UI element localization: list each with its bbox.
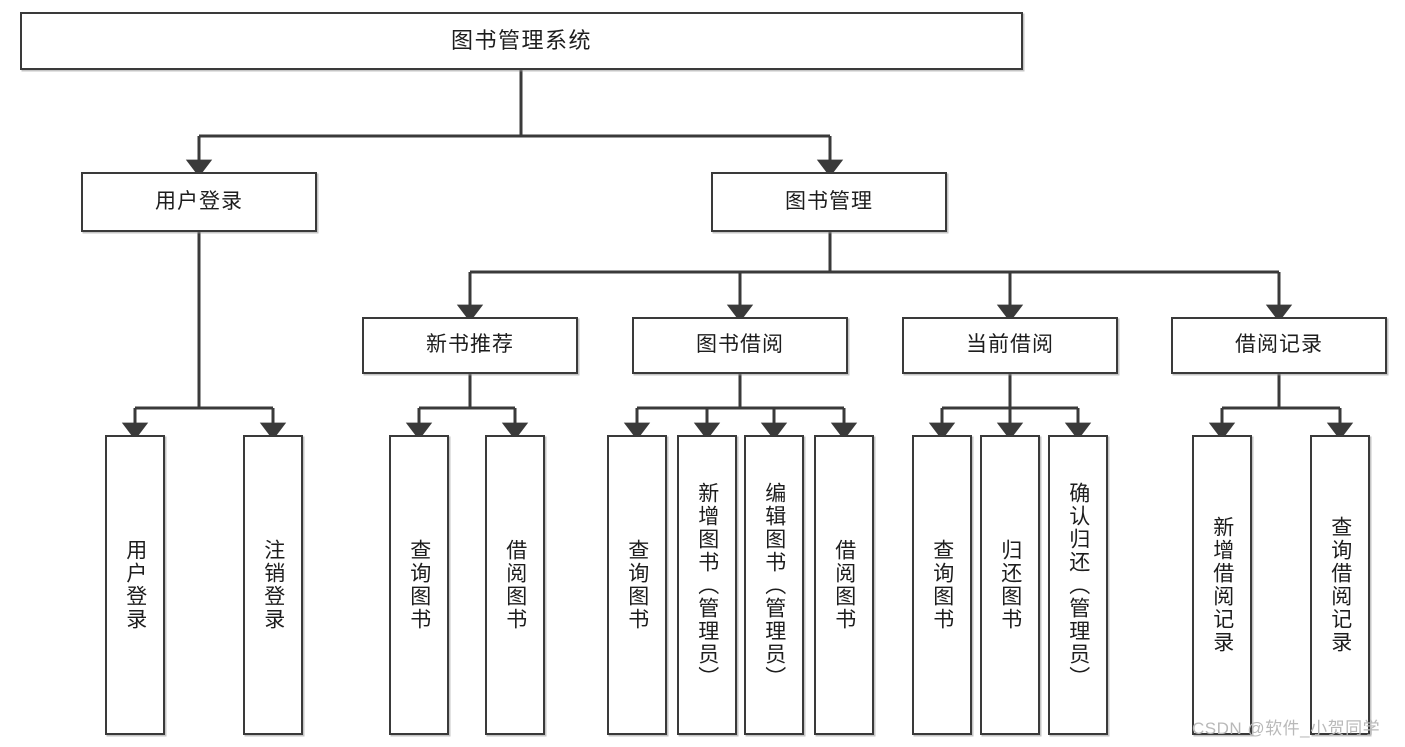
- node-label: 确认归还（管理员）: [1066, 481, 1090, 689]
- leaf-borrow-edit-book-admin[interactable]: 编辑图书（管理员）: [744, 435, 804, 735]
- leaf-user-login-logout[interactable]: 注销登录: [243, 435, 303, 735]
- node-label: 用户登录: [123, 539, 147, 631]
- csdn-watermark: CSDN @软件_小贺同学: [1192, 719, 1381, 738]
- node-label: 新增借阅记录: [1210, 516, 1234, 654]
- leaf-borrow-add-book-admin[interactable]: 新增图书（管理员）: [677, 435, 737, 735]
- leaf-record-add-borrow-record[interactable]: 新增借阅记录: [1192, 435, 1252, 735]
- node-label: 借阅图书: [503, 539, 527, 631]
- leaf-new-book-query-book[interactable]: 查询图书: [389, 435, 449, 735]
- node-label: 新增图书（管理员）: [695, 481, 719, 689]
- node-book-borrowing[interactable]: 图书借阅: [632, 317, 848, 374]
- node-label: 新书推荐: [426, 333, 514, 357]
- leaf-current-return-book[interactable]: 归还图书: [980, 435, 1040, 735]
- leaf-borrow-query-book[interactable]: 查询图书: [607, 435, 667, 735]
- node-new-book-recommendation[interactable]: 新书推荐: [362, 317, 578, 374]
- node-label: 编辑图书（管理员）: [762, 481, 786, 689]
- node-label: 查询图书: [625, 539, 649, 631]
- node-label: 注销登录: [261, 539, 285, 631]
- node-user-login[interactable]: 用户登录: [81, 172, 317, 232]
- node-root-book-management-system[interactable]: 图书管理系统: [20, 12, 1023, 70]
- node-label: 当前借阅: [966, 333, 1054, 357]
- leaf-new-book-borrow-book[interactable]: 借阅图书: [485, 435, 545, 735]
- node-label: 用户登录: [155, 189, 243, 213]
- leaf-user-login-login[interactable]: 用户登录: [105, 435, 165, 735]
- leaf-borrow-borrow-book[interactable]: 借阅图书: [814, 435, 874, 735]
- node-label: 借阅记录: [1235, 333, 1323, 357]
- leaf-current-query-book[interactable]: 查询图书: [912, 435, 972, 735]
- leaf-record-query-borrow-record[interactable]: 查询借阅记录: [1310, 435, 1370, 735]
- node-label: 图书借阅: [696, 333, 784, 357]
- node-current-borrowing[interactable]: 当前借阅: [902, 317, 1118, 374]
- node-label: 图书管理: [785, 189, 873, 213]
- node-label: 查询图书: [407, 539, 431, 631]
- node-book-management[interactable]: 图书管理: [711, 172, 947, 232]
- node-label: 查询图书: [930, 539, 954, 631]
- node-label: 图书管理系统: [450, 28, 592, 54]
- node-label: 查询借阅记录: [1328, 516, 1352, 654]
- leaf-current-confirm-return-admin[interactable]: 确认归还（管理员）: [1048, 435, 1108, 735]
- node-label: 借阅图书: [832, 539, 856, 631]
- node-borrowing-records[interactable]: 借阅记录: [1171, 317, 1387, 374]
- node-label: 归还图书: [998, 539, 1022, 631]
